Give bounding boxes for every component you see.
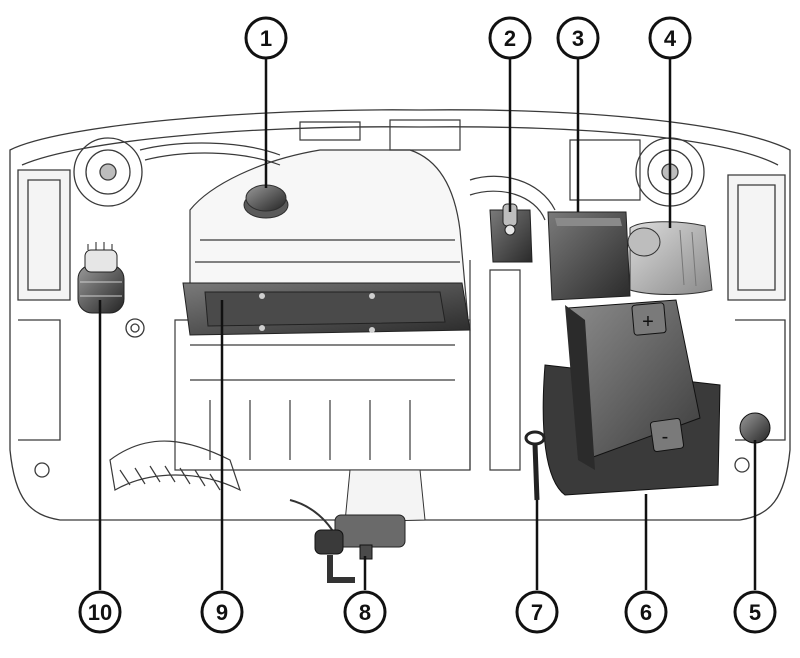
callout-8: 8 <box>343 590 387 634</box>
battery: + - <box>542 299 721 496</box>
callout-number-6: 6 <box>640 600 652 625</box>
dipstick <box>524 430 546 501</box>
callout-number-3: 3 <box>572 26 584 51</box>
callout-number-1: 1 <box>260 26 272 51</box>
callout-9: 9 <box>200 590 244 634</box>
callout-1: 1 <box>244 16 288 60</box>
callout-number-8: 8 <box>359 600 371 625</box>
callout-2: 2 <box>488 16 532 60</box>
callout-number-5: 5 <box>749 600 761 625</box>
callout-4: 4 <box>648 16 692 60</box>
callouts: 1 2 3 4 5 6 7 8 <box>78 16 777 634</box>
fuel-filter-assembly <box>289 469 426 583</box>
air-intake <box>627 221 713 295</box>
callout-number-10: 10 <box>88 600 112 625</box>
battery-positive-symbol: + <box>642 311 654 333</box>
callout-7: 7 <box>515 590 559 634</box>
callout-number-4: 4 <box>664 26 677 51</box>
callout-6: 6 <box>624 590 668 634</box>
leader-lines <box>98 58 757 590</box>
oil-filler-cap <box>243 184 289 219</box>
callout-3: 3 <box>556 16 600 60</box>
battery-negative-symbol: - <box>662 426 669 448</box>
callout-10: 10 <box>78 590 122 634</box>
ignition-cover <box>182 282 471 336</box>
callout-number-7: 7 <box>531 600 543 625</box>
callout-5: 5 <box>733 590 777 634</box>
callout-number-2: 2 <box>504 26 516 51</box>
washer-fluid-cap <box>739 412 771 444</box>
relay-box <box>547 211 631 301</box>
coolant-reservoir-cap <box>77 242 125 314</box>
callout-number-9: 9 <box>216 600 228 625</box>
brake-fluid-reservoir <box>489 203 533 263</box>
